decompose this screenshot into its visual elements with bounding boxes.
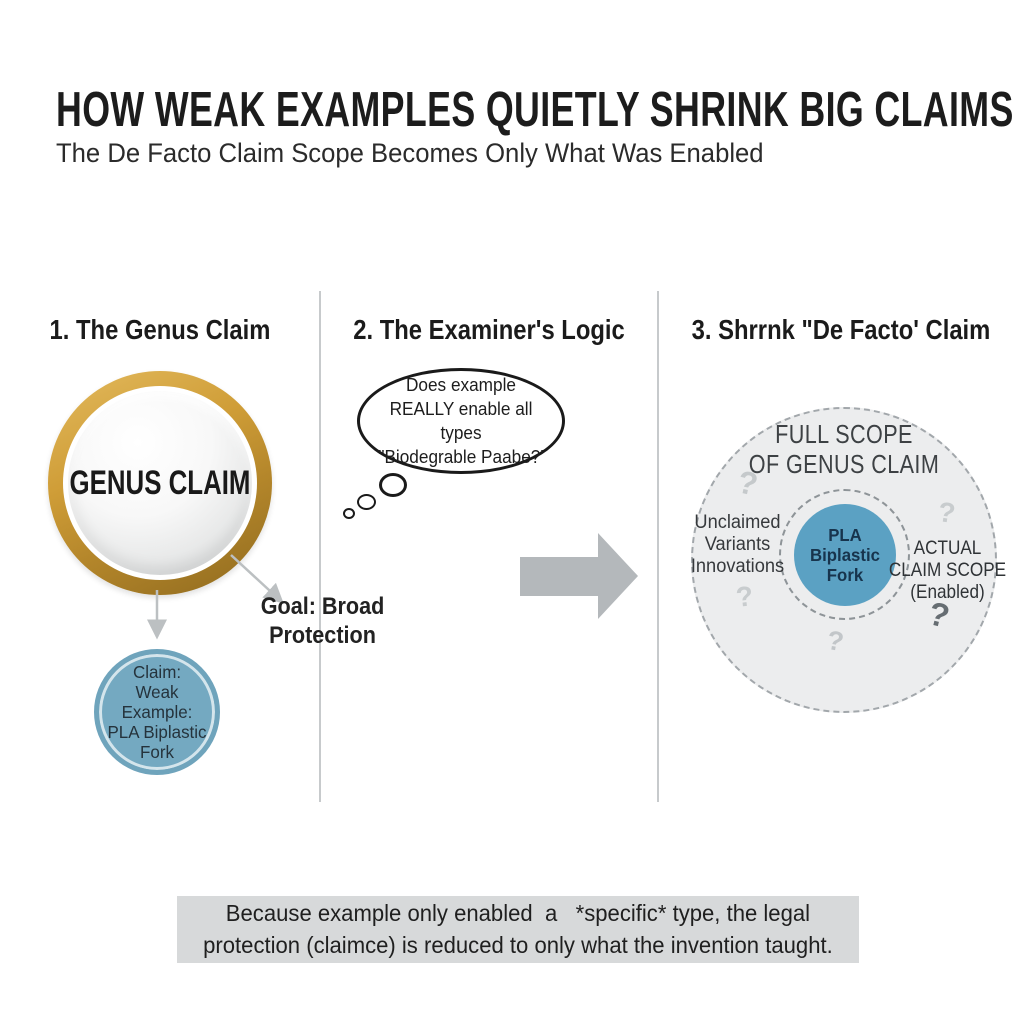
actual-scope-dashed-circle	[779, 489, 910, 620]
section-3-header: 3. Shrrnk "De Facto' Claim	[691, 314, 991, 345]
page-title: HOW WEAK EXAMPLES QUIETLY SHRINK BIG CLA…	[56, 83, 1014, 137]
thought-bubble-text: Does example REALLY enable all types "Bi…	[378, 373, 544, 468]
column-divider-left	[319, 291, 321, 802]
weak-example-label: Claim: Weak Example: PLA Biplastic Fork	[107, 661, 207, 763]
column-divider-right	[657, 291, 659, 802]
enabled-species-circle: PLA Biplastic Fork	[794, 504, 896, 606]
thought-bubble-tail-medium	[357, 494, 376, 510]
page-subtitle: The De Facto Claim Scope Becomes Only Wh…	[56, 138, 764, 168]
section-2-header: 2. The Examiner's Logic	[353, 314, 625, 345]
genus-claim-label: GENUS CLAIM	[69, 463, 251, 502]
unclaimed-variants-label: Unclaimed Variants Innovations	[690, 512, 785, 578]
goal-broad-protection-label: Goal: Broad Protection	[260, 593, 385, 650]
actual-claim-scope-label: ACTUAL CLAIM SCOPE (Enabled)	[888, 537, 1007, 604]
caption-box: Because example only enabled a *specific…	[177, 896, 859, 963]
caption-text: Because example only enabled a *specific…	[203, 900, 833, 958]
genus-claim-circle: GENUS CLAIM	[48, 371, 272, 595]
question-mark-icon: ?	[734, 580, 755, 613]
big-right-arrow-icon	[520, 533, 638, 619]
section-1-header: 1. The Genus Claim	[49, 314, 271, 345]
thought-bubble-tail-large	[379, 473, 407, 497]
genus-claim-sphere: GENUS CLAIM	[68, 391, 252, 575]
weak-example-circle: Claim: Weak Example: PLA Biplastic Fork	[94, 649, 220, 775]
genus-claim-gap-ring: GENUS CLAIM	[63, 386, 257, 580]
thought-bubble-tail-small	[343, 508, 355, 519]
enabled-species-label: PLA Biplastic Fork	[809, 524, 881, 586]
thought-bubble: Does example REALLY enable all types "Bi…	[357, 368, 565, 474]
full-scope-label: FULL SCOPE OF GENUS CLAIM	[748, 419, 940, 479]
